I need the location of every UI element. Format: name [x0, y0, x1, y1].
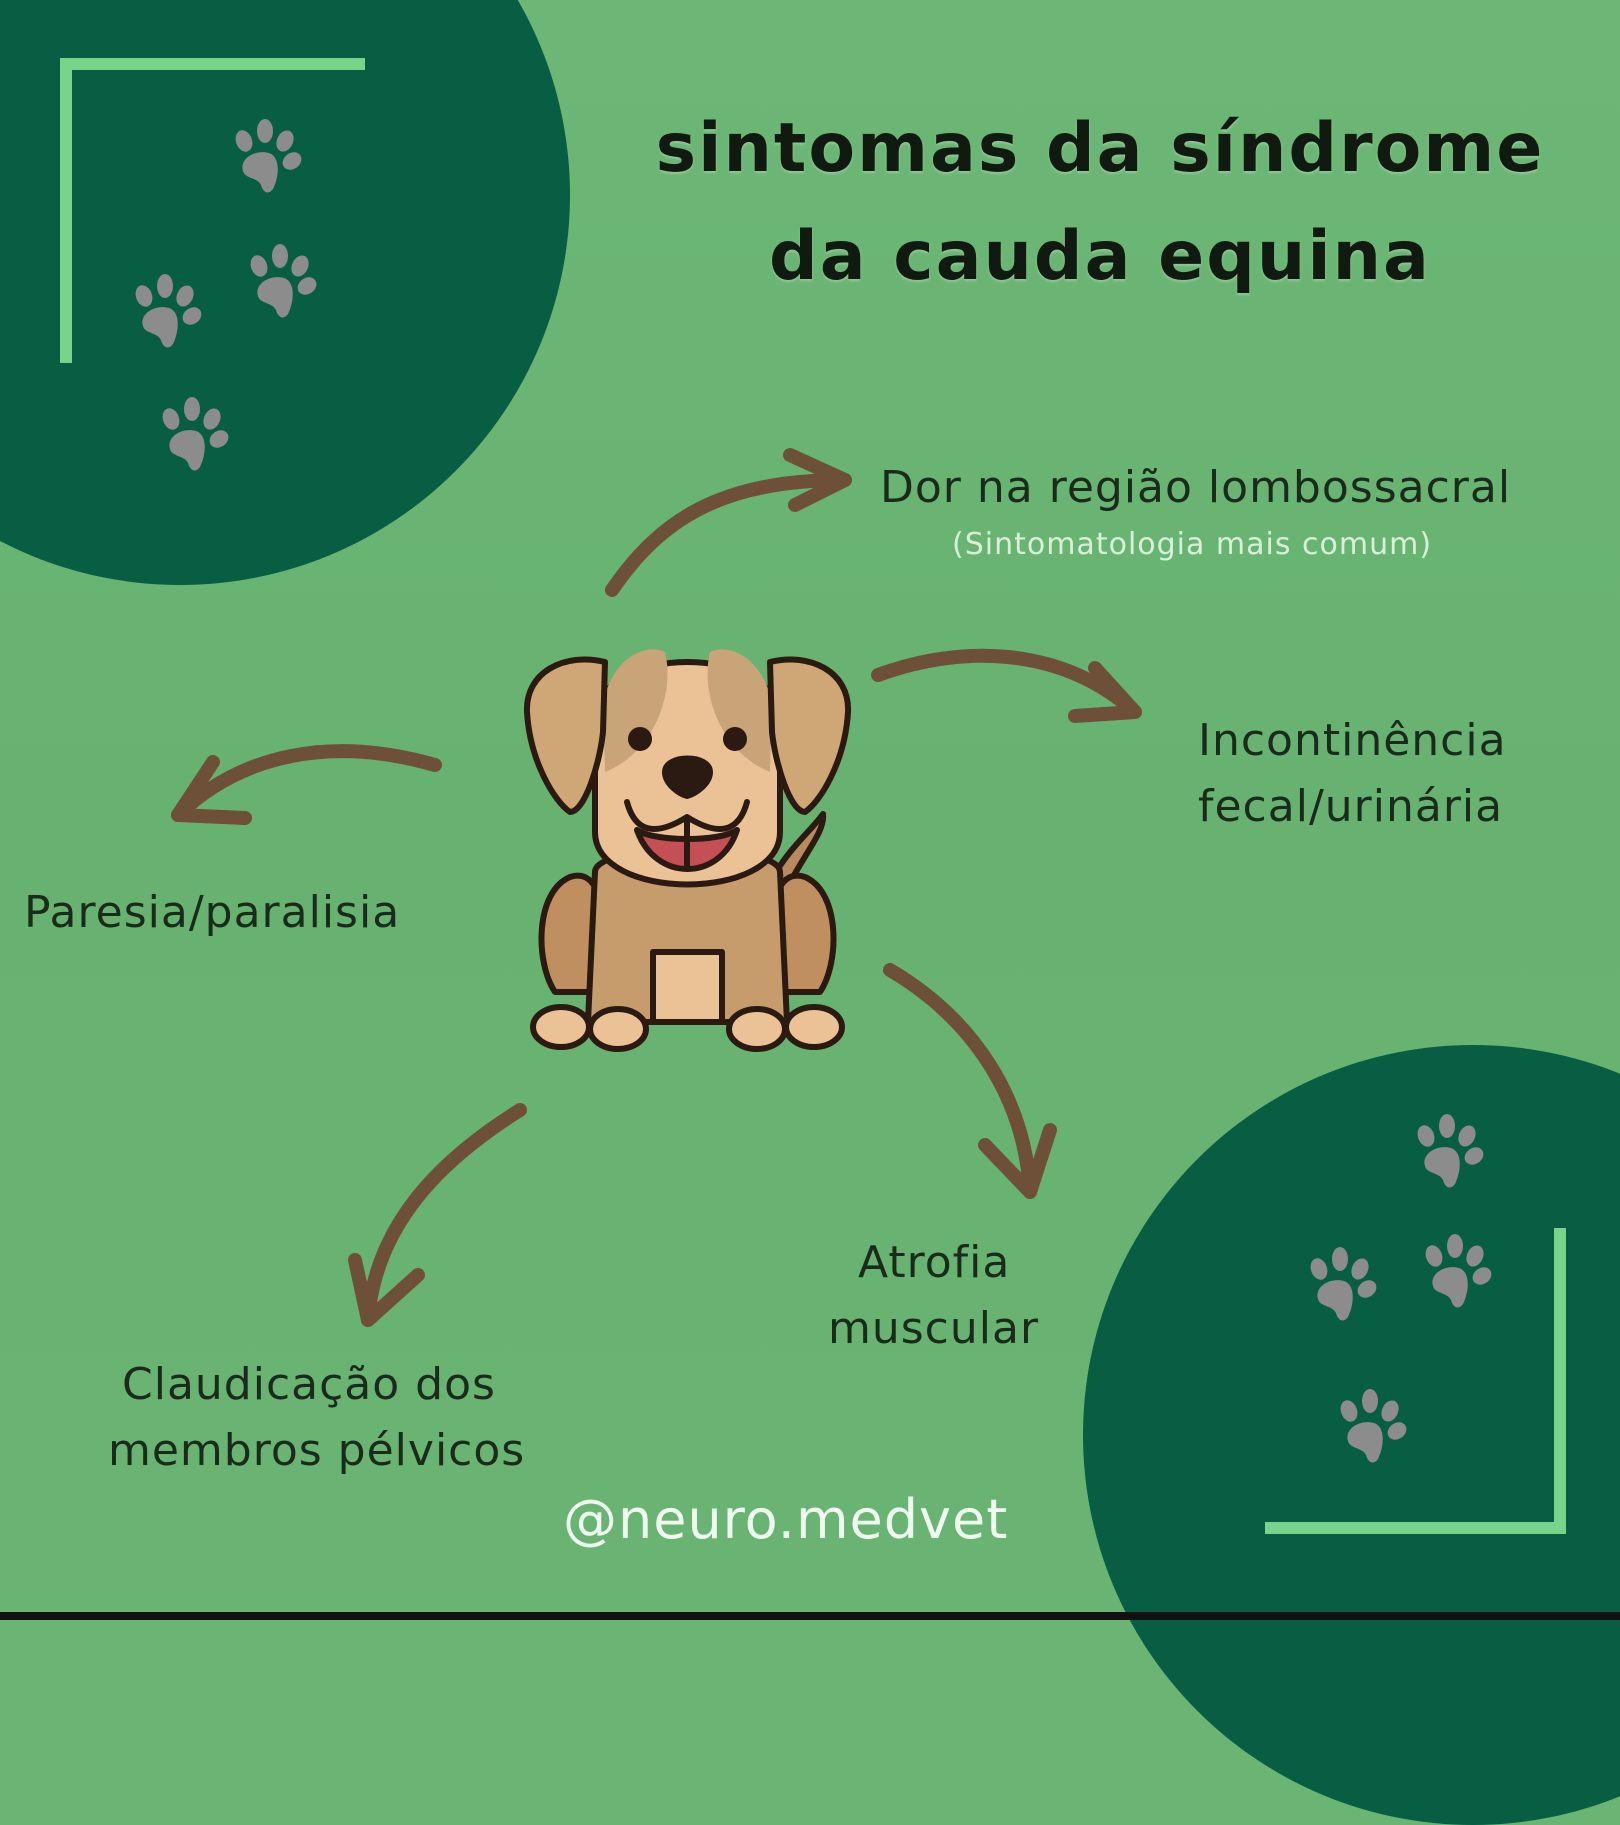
arrow-to-pain-icon: [605, 448, 852, 597]
bottom-border: [0, 1612, 1620, 1620]
bracket-top-left-vertical: [60, 58, 72, 363]
arrow-to-paresis-icon: [171, 744, 442, 825]
symptom-claudication-line-2: membros pélvicos: [108, 1425, 526, 1476]
symptom-pain-label: Dor na região lombossacral: [880, 462, 1512, 513]
symptom-incontinence-line-2: fecal/urinária: [1198, 781, 1504, 832]
page-title-line-1: sintomas da síndrome: [655, 109, 1545, 188]
arrow-to-incontinence-icon: [871, 648, 1142, 723]
symptom-claudication-line-1: Claudicação dos: [122, 1359, 496, 1410]
symptom-atrophy-line-1: Atrofia: [858, 1237, 1011, 1288]
symptom-incontinence-line-1: Incontinência: [1198, 715, 1507, 766]
arrow-to-claudication-icon: [348, 1103, 527, 1327]
bracket-top-left-horizontal: [60, 58, 365, 70]
puppy-dog-icon: [523, 649, 852, 1052]
page-title-line-2: da cauda equina: [769, 217, 1431, 296]
arrow-to-atrophy-icon: [883, 963, 1057, 1199]
bracket-bottom-right-horizontal: [1265, 1522, 1566, 1534]
symptom-pain-note: (Sintomatologia mais comum): [952, 527, 1433, 562]
bracket-bottom-right-vertical: [1554, 1228, 1566, 1534]
symptom-atrophy-line-2: muscular: [828, 1303, 1040, 1354]
symptom-paresis-label: Paresia/paralisia: [24, 887, 401, 938]
social-handle: @neuro.medvet: [563, 1488, 1009, 1551]
